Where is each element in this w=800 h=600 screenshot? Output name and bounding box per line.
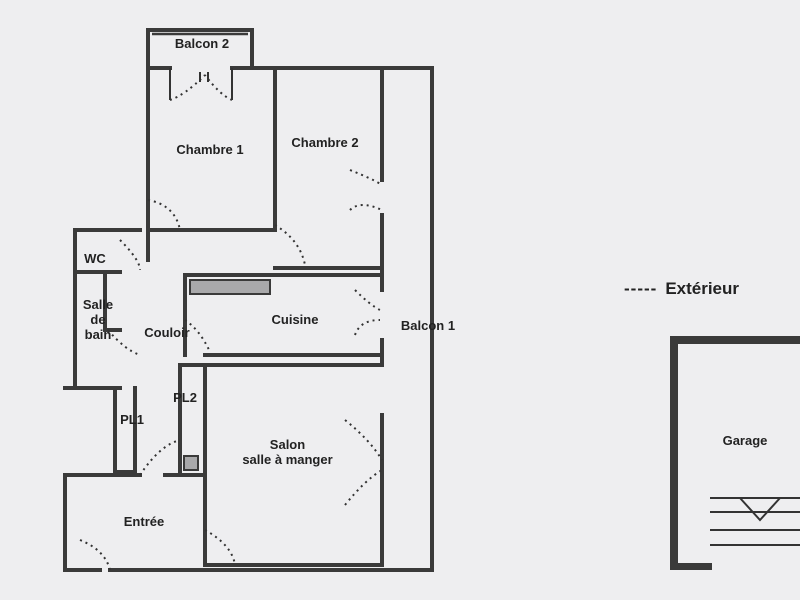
couloir-cuisine-door-arc [184,319,211,353]
kitchen-counter [189,279,271,295]
chambre1-door-arc [147,199,181,231]
legend-label: Extérieur [665,279,740,298]
balcon2-door-arc [169,74,233,101]
chambre2-door-arc [274,224,306,266]
room-label-balcon2: Balcon 2 [174,36,230,51]
entree-salon-door-arc [204,529,236,566]
garage-hatch [710,497,800,546]
legend-exterieur: ----- Extérieur [624,279,740,298]
room-label-salon-line-2: salle à manger [242,452,333,467]
entree-walls [63,473,434,572]
salon-balcony-door-arc [344,419,383,506]
room-label-salle-de-bain-line-1: Salle [82,297,114,312]
cuisine-walls [183,273,384,357]
wc-door-arc [119,239,141,271]
cuisine-door-arc [354,289,381,336]
pl1-walls [113,386,137,474]
room-label-salon-line-1: Salon [269,437,306,452]
room-label-chambre2: Chambre 2 [291,135,359,150]
balcon2-wall [146,28,254,70]
room-label-pl1: PL1 [120,412,144,427]
room-label-couloir: Couloir [144,325,190,340]
room-label-chambre1: Chambre 1 [176,142,244,157]
balcon2-door-leaf [169,68,233,100]
garage-walls [670,336,800,570]
room-label-salon: Salon salle à manger [225,437,350,467]
room-label-wc: WC [84,251,106,266]
room-label-balcon1: Balcon 1 [400,318,456,333]
front-door-arc [79,539,111,571]
room-label-salle-de-bain-line-3: bain [84,327,112,342]
outer-top-wall [273,66,434,572]
room-label-entree: Entrée [123,514,165,529]
room-label-cuisine: Cuisine [271,312,319,327]
salon-entree-door-arc [139,439,181,476]
salon-walls [203,363,384,567]
chambre1-walls [146,66,277,232]
legend-line-symbol: ----- [624,279,658,298]
room-label-salle-de-bain: Salle de bain [76,297,120,342]
room-label-pl2: PL2 [173,390,197,405]
chambre2-balcony-door-arc [349,169,383,211]
room-label-garage: Garage [722,433,768,448]
room-label-salle-de-bain-line-2: de [90,312,106,327]
pl2-duct [183,455,199,471]
